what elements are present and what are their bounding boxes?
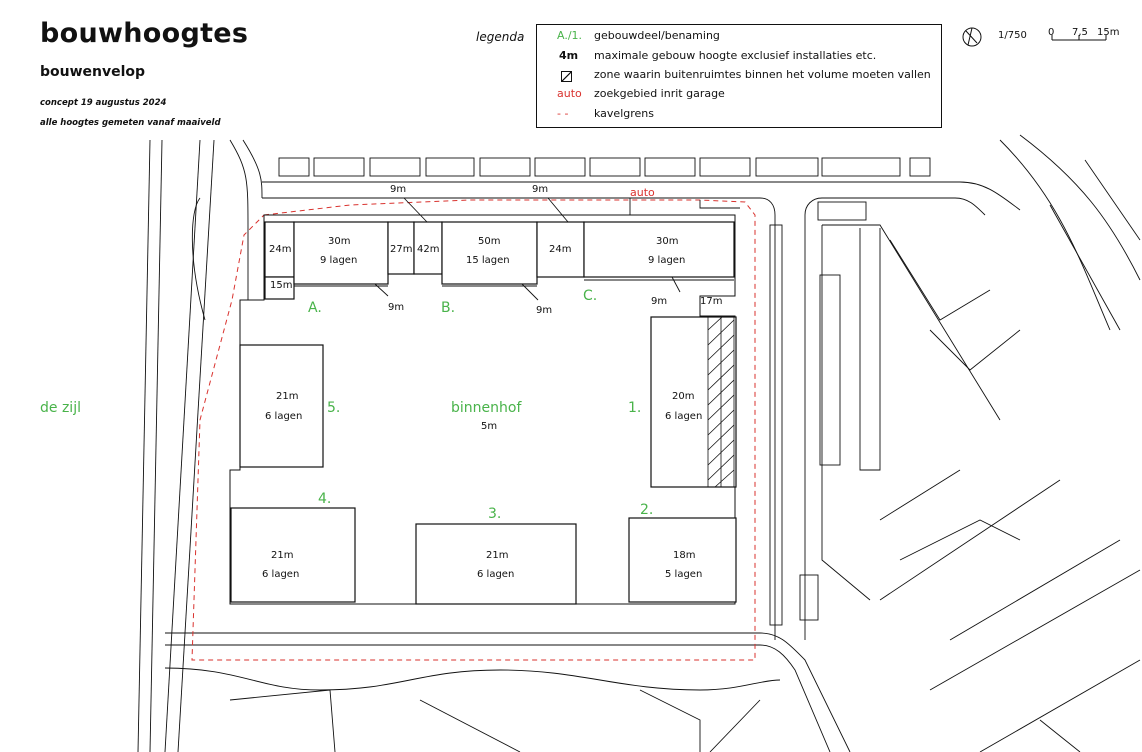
block-floors: 6 lagen [262, 569, 300, 580]
block-floors: 9 lagen [320, 255, 358, 266]
page-title: bouwhoogtes [40, 18, 249, 49]
block-height: 18m [673, 550, 696, 561]
legend-key-garage: auto [557, 87, 582, 100]
dim-label: 9m [390, 184, 407, 195]
legend-key-part: A./1. [557, 29, 583, 42]
part-label-a: A. [308, 300, 322, 316]
block-height: 42m [417, 244, 440, 255]
dim-label: 9m [532, 184, 549, 195]
part-label-5: 5. [327, 400, 341, 416]
legend-text-zone: zone waarin buitenruimtes binnen het vol… [594, 68, 931, 81]
block-floors: 6 lagen [477, 569, 515, 580]
context-lines [137, 134, 1141, 752]
block-floors: 6 lagen [665, 411, 703, 422]
part-label-4: 4. [318, 491, 332, 507]
garage-label: auto [630, 186, 655, 199]
scale-bar [1051, 35, 1107, 41]
dim-label: 9m [651, 296, 668, 307]
north-arrow-icon [962, 27, 982, 47]
block-height: 21m [276, 391, 299, 402]
part-label-2: 2. [640, 502, 654, 518]
block-floors: 6 lagen [265, 411, 303, 422]
legend-key-height: 4m [559, 49, 579, 62]
plot-boundary [191, 199, 756, 661]
legend-key-plot: - - [557, 107, 569, 120]
dim-label: 17m [700, 296, 723, 307]
block-height: 15m [270, 280, 293, 291]
scale-tick-end: 15m [1097, 27, 1120, 38]
buildings [230, 221, 737, 605]
scale-tick-0: 0 [1048, 27, 1055, 38]
courtyard-height: 5m [481, 421, 498, 432]
dim-label: 9m [536, 305, 553, 316]
parking-bays [278, 157, 931, 626]
legend-text-garage: zoekgebied inrit garage [594, 87, 725, 100]
height-note: alle hoogtes gemeten vanaf maaiveld [40, 118, 221, 128]
block-floors: 5 lagen [665, 569, 703, 580]
hatch-swatch-icon [561, 71, 572, 82]
date-note: concept 19 augustus 2024 [40, 98, 167, 108]
block-floors: 15 lagen [466, 255, 510, 266]
part-label-c: C. [583, 288, 598, 304]
courtyard-label: binnenhof [451, 400, 522, 416]
block-floors: 9 lagen [648, 255, 686, 266]
legend-label: legenda [476, 30, 525, 44]
legend-text-height: maximale gebouw hoogte exclusief install… [594, 49, 877, 62]
site-outline [229, 214, 736, 605]
street-label: de zijl [40, 400, 81, 416]
legend: A./1. gebouwdeel/benaming 4m maximale ge… [536, 24, 942, 128]
block-height: 24m [269, 244, 292, 255]
block-height: 30m [656, 236, 679, 247]
block-height: 20m [672, 391, 695, 402]
block-height: 21m [271, 550, 294, 561]
page-subtitle: bouwenvelop [40, 64, 146, 80]
legend-text-part: gebouwdeel/benaming [594, 29, 720, 42]
block-height: 27m [390, 244, 413, 255]
hatch-zone [707, 316, 735, 488]
dim-label: 9m [388, 302, 405, 313]
legend-text-plot: kavelgrens [594, 107, 654, 120]
scale-tick-mid: 7,5 [1072, 27, 1088, 38]
block-height: 21m [486, 550, 509, 561]
block-height: 50m [478, 236, 501, 247]
part-label-3: 3. [488, 506, 502, 522]
block-height: 24m [549, 244, 572, 255]
part-label-b: B. [441, 300, 456, 316]
scale-ratio: 1/750 [998, 30, 1027, 41]
part-label-1: 1. [628, 400, 642, 416]
dimension-lines [294, 197, 740, 301]
block-height: 30m [328, 236, 351, 247]
